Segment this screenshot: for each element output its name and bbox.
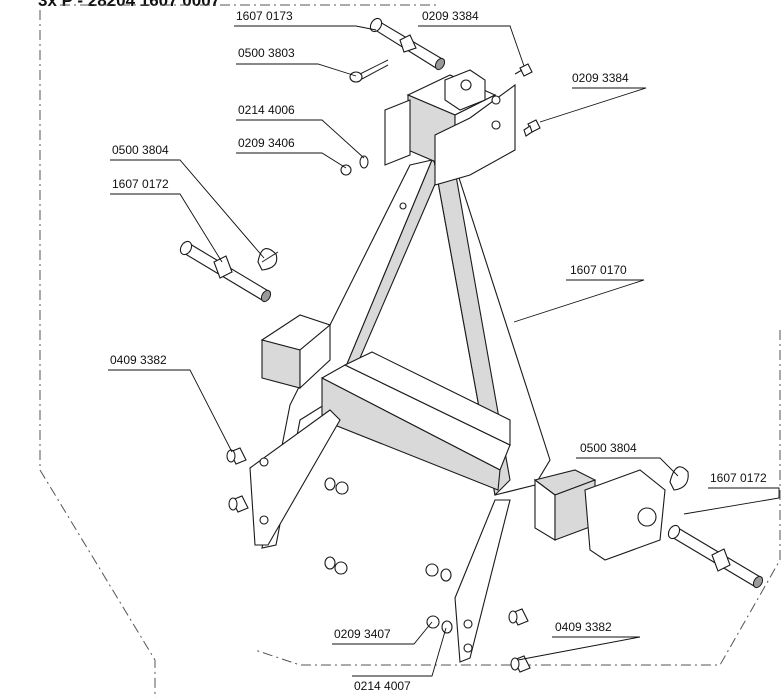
part-label-02093384-b: 0209 3384 bbox=[572, 71, 629, 85]
linch-pin-05003803 bbox=[349, 59, 389, 83]
bolt-04093382-c bbox=[228, 495, 249, 513]
part-label-16070172-a: 1607 0172 bbox=[112, 177, 169, 191]
part-label-02093407: 0209 3407 bbox=[334, 627, 391, 641]
bolt-02093384-b bbox=[523, 119, 541, 137]
nut-02093406 bbox=[340, 164, 352, 176]
nut-washer-group-left bbox=[324, 477, 349, 575]
part-label-02144006: 0214 4006 bbox=[238, 103, 295, 117]
top-pin-16070173 bbox=[369, 17, 446, 71]
part-label-05003804-a: 0500 3804 bbox=[112, 143, 169, 157]
part-label-16070173: 1607 0173 bbox=[236, 9, 293, 23]
part-label-05003803: 0500 3803 bbox=[238, 46, 295, 60]
part-label-02093384-a: 0209 3384 bbox=[422, 9, 479, 23]
assembly-boundary bbox=[39, 10, 781, 698]
bolt-04093382-b bbox=[508, 608, 531, 673]
pin-16070172-a bbox=[179, 240, 272, 303]
part-label-04093382-b: 0409 3382 bbox=[555, 620, 612, 634]
leader-lines bbox=[108, 25, 780, 677]
part-label-05003804-b: 0500 3804 bbox=[580, 441, 637, 455]
pin-16070172-b bbox=[667, 524, 764, 589]
washer-02144006 bbox=[359, 155, 369, 169]
part-label-04093382-a: 0409 3382 bbox=[110, 353, 167, 367]
part-label-02144007: 0214 4007 bbox=[354, 679, 411, 693]
part-label-16070172-b: 1607 0172 bbox=[710, 471, 767, 485]
top-mast-block bbox=[384, 69, 516, 186]
small-bolt-head bbox=[399, 202, 407, 210]
nut-washer-group-middle bbox=[425, 563, 453, 634]
a-frame-body bbox=[249, 149, 666, 663]
bolt-02093384-a bbox=[514, 63, 533, 77]
linch-pin-05003804-a bbox=[257, 248, 279, 271]
bolt-04093382-a bbox=[226, 447, 247, 465]
part-label-02093406: 0209 3406 bbox=[238, 136, 295, 150]
part-label-16070170: 1607 0170 bbox=[570, 263, 627, 277]
